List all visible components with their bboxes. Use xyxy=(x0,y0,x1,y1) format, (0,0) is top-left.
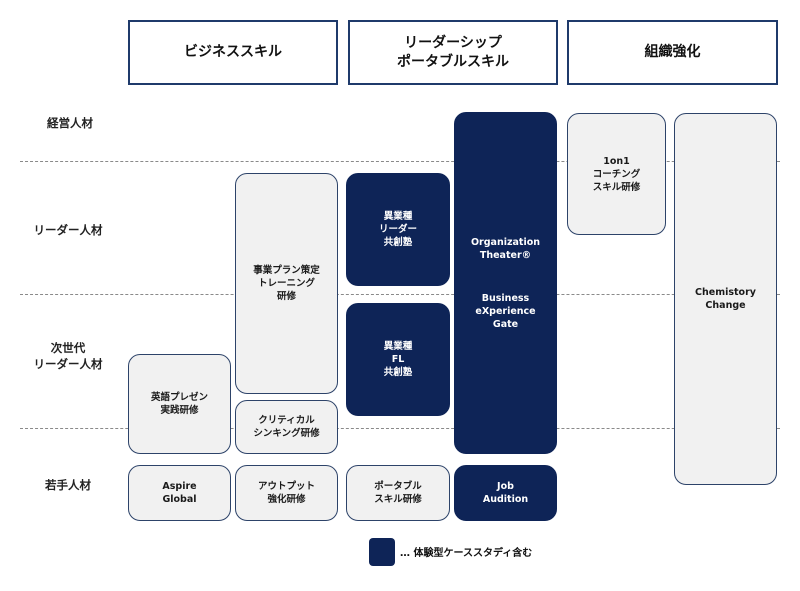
program-english-presentation: 英語プレゼン 実践研修 xyxy=(128,354,231,454)
row-label-leader: リーダー人材 xyxy=(33,223,103,237)
row-divider xyxy=(20,294,780,295)
column-header-leadership-portable-skill: リーダーシップ ポータブルスキル xyxy=(348,20,558,85)
program-organization-theater: Organization Theater® xyxy=(470,236,541,261)
row-label-next-gen-leader: 次世代 リーダー人材 xyxy=(33,341,103,371)
program-chemistory-change: Chemistory Change xyxy=(674,113,777,485)
row-label-executive: 経営人材 xyxy=(47,116,93,130)
program-cross-industry-leader: 異業種 リーダー 共創塾 xyxy=(346,173,450,286)
legend-case-study-text: … 体験型ケーススタディ含む xyxy=(400,548,533,559)
column-header-business-skill: ビジネススキル xyxy=(128,20,338,85)
program-1on1-coaching: 1on1 コーチング スキル研修 xyxy=(567,113,666,235)
program-cross-industry-fl: 異業種 FL 共創塾 xyxy=(346,303,450,416)
program-organization-theater-bxg: Organization Theater® Business eXperienc… xyxy=(454,112,557,454)
program-business-experience-gate: Business eXperience Gate xyxy=(475,292,536,330)
row-divider xyxy=(20,428,780,429)
program-critical-thinking: クリティカル シンキング研修 xyxy=(235,400,338,454)
program-aspire-global: Aspire Global xyxy=(128,465,231,521)
program-portable-skill: ポータブル スキル研修 xyxy=(346,465,450,521)
row-divider xyxy=(20,161,780,162)
row-label-young: 若手人材 xyxy=(45,478,91,492)
program-job-audition: Job Audition xyxy=(454,465,557,521)
column-header-organization-strengthening: 組織強化 xyxy=(567,20,778,85)
program-output-training: アウトプット 強化研修 xyxy=(235,465,338,521)
program-business-plan-training: 事業プラン策定 トレーニング 研修 xyxy=(235,173,338,394)
legend-case-study-swatch xyxy=(369,538,395,566)
